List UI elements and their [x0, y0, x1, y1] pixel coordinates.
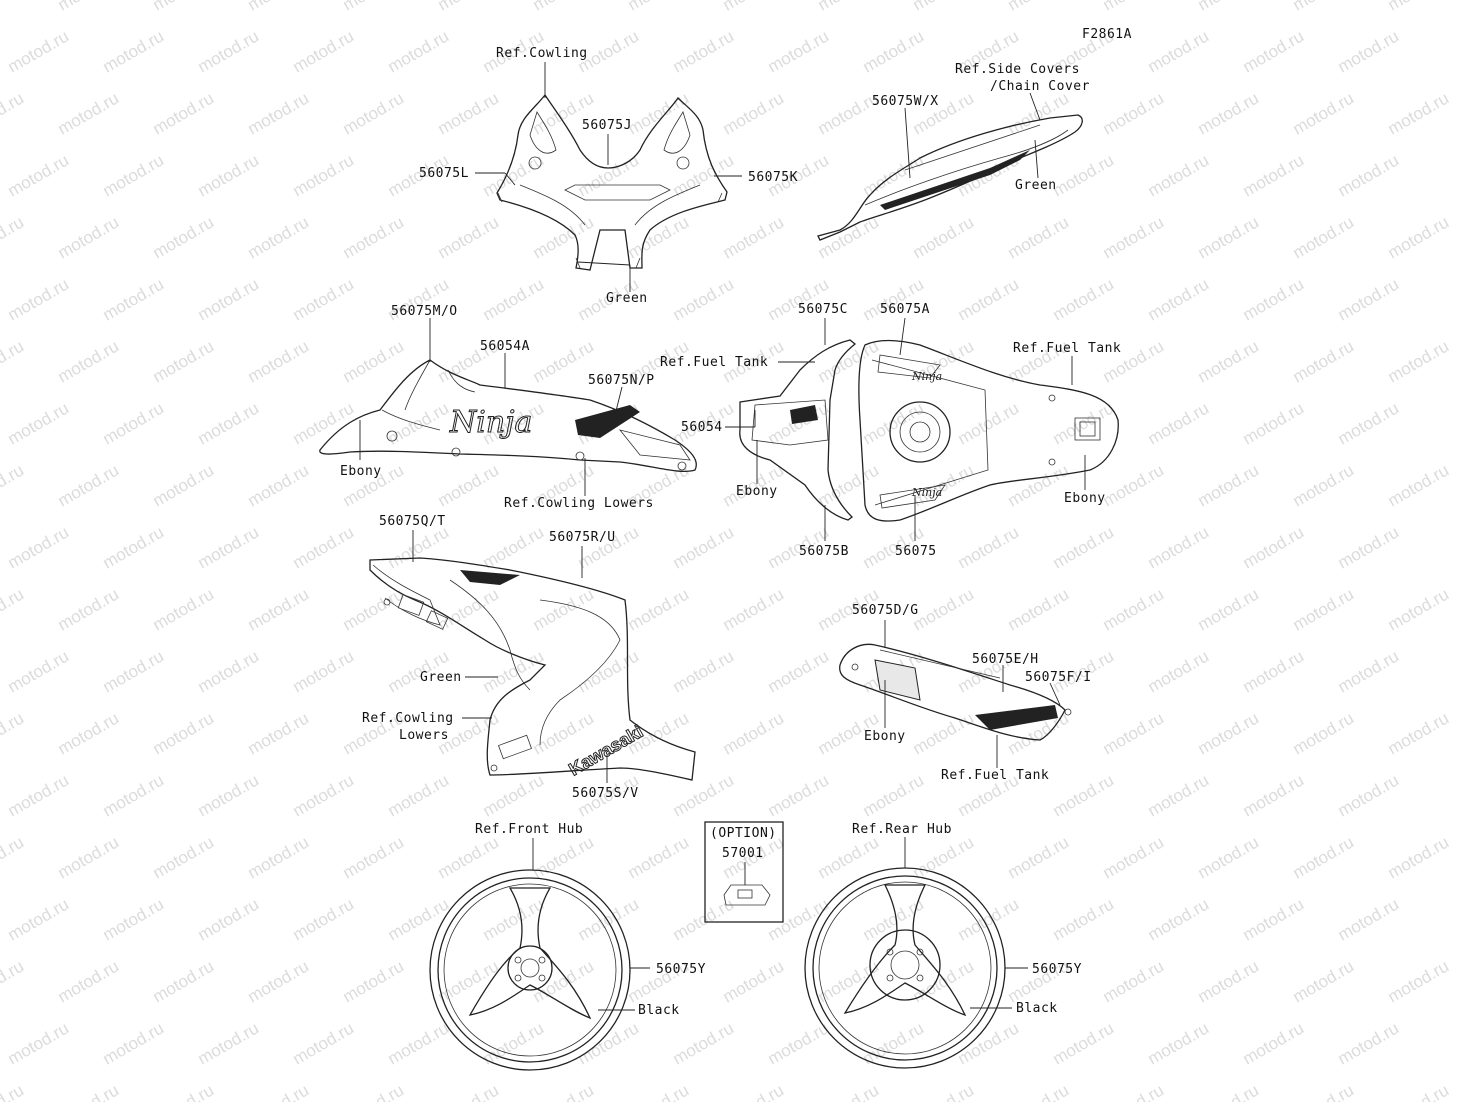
upper-fairing: Ninja	[319, 359, 697, 473]
seat-cover	[839, 643, 1072, 741]
label-ref-fuel-tank-left: Ref.Fuel Tank	[660, 355, 769, 370]
label-chain-cover: /Chain Cover	[990, 79, 1090, 94]
label-ref-cowling: Ref.Cowling	[496, 46, 588, 61]
label-56075mo: 56075M/O	[391, 304, 458, 319]
label-56075j: 56075J	[582, 118, 632, 133]
leader-lines	[359, 62, 1086, 1011]
label-56075ru: 56075R/U	[549, 530, 616, 545]
label-ebony-fairing: Ebony	[340, 464, 382, 479]
label-56075qt: 56075Q/T	[379, 514, 446, 529]
label-ref-fuel-tank-bottom: Ref.Fuel Tank	[941, 768, 1050, 783]
option-box	[704, 821, 784, 923]
label-ref-rear-hub: Ref.Rear Hub	[852, 822, 952, 837]
label-green-lower: Green	[420, 670, 462, 685]
svg-text:Ninja: Ninja	[911, 370, 942, 383]
label-56075y-front: 56075Y	[656, 962, 706, 977]
label-56075dg: 56075D/G	[852, 603, 919, 618]
label-56075l: 56075L	[419, 166, 469, 181]
figure-code: F2861A	[1082, 27, 1132, 42]
label-ref-side-covers: Ref.Side Covers	[955, 62, 1080, 77]
label-56075y-rear: 56075Y	[1032, 962, 1082, 977]
label-56075np: 56075N/P	[588, 373, 655, 388]
label-56075a: 56075A	[880, 302, 930, 317]
label-option: (OPTION)	[710, 826, 777, 841]
label-57001: 57001	[722, 846, 764, 861]
label-56075: 56075	[895, 544, 937, 559]
label-56075wx: 56075W/X	[872, 94, 939, 109]
svg-text:Ninja: Ninja	[911, 486, 942, 499]
front-wheel	[429, 869, 631, 1071]
label-ref-cowling-lowers-fairing: Ref.Cowling Lowers	[504, 496, 654, 511]
label-ref-cowling-lowers-2: Lowers	[399, 728, 449, 743]
label-black-rear: Black	[1016, 1001, 1058, 1016]
middle-cowling: Kawasaki	[369, 557, 696, 781]
label-56075c: 56075C	[798, 302, 848, 317]
rear-wheel	[804, 867, 1006, 1069]
label-green-cowling: Green	[606, 291, 648, 306]
label-56075eh: 56075E/H	[972, 652, 1039, 667]
label-black-front: Black	[638, 1003, 680, 1018]
label-ref-fuel-tank-right: Ref.Fuel Tank	[1013, 341, 1122, 356]
ninja-script-logo: Ninja	[449, 405, 532, 440]
label-green-side: Green	[1015, 178, 1057, 193]
label-56075b: 56075B	[799, 544, 849, 559]
label-ebony-tank-right: Ebony	[1064, 491, 1106, 506]
label-ref-cowling-lowers-1: Ref.Cowling	[362, 711, 454, 726]
fuel-tank-assembly: Ninja Ninja	[739, 339, 1119, 522]
kawasaki-logo: Kawasaki	[565, 721, 646, 779]
label-ebony-cover: Ebony	[864, 729, 906, 744]
label-56054a: 56054A	[480, 339, 530, 354]
label-56054: 56054	[681, 420, 723, 435]
label-ref-front-hub: Ref.Front Hub	[475, 822, 584, 837]
label-56075k: 56075K	[748, 170, 798, 185]
label-56075fi: 56075F/I	[1025, 670, 1092, 685]
label-ebony-tank-left: Ebony	[736, 484, 778, 499]
side-cover	[817, 114, 1083, 241]
label-56075sv: 56075S/V	[572, 786, 639, 801]
front-cowling	[496, 93, 728, 271]
